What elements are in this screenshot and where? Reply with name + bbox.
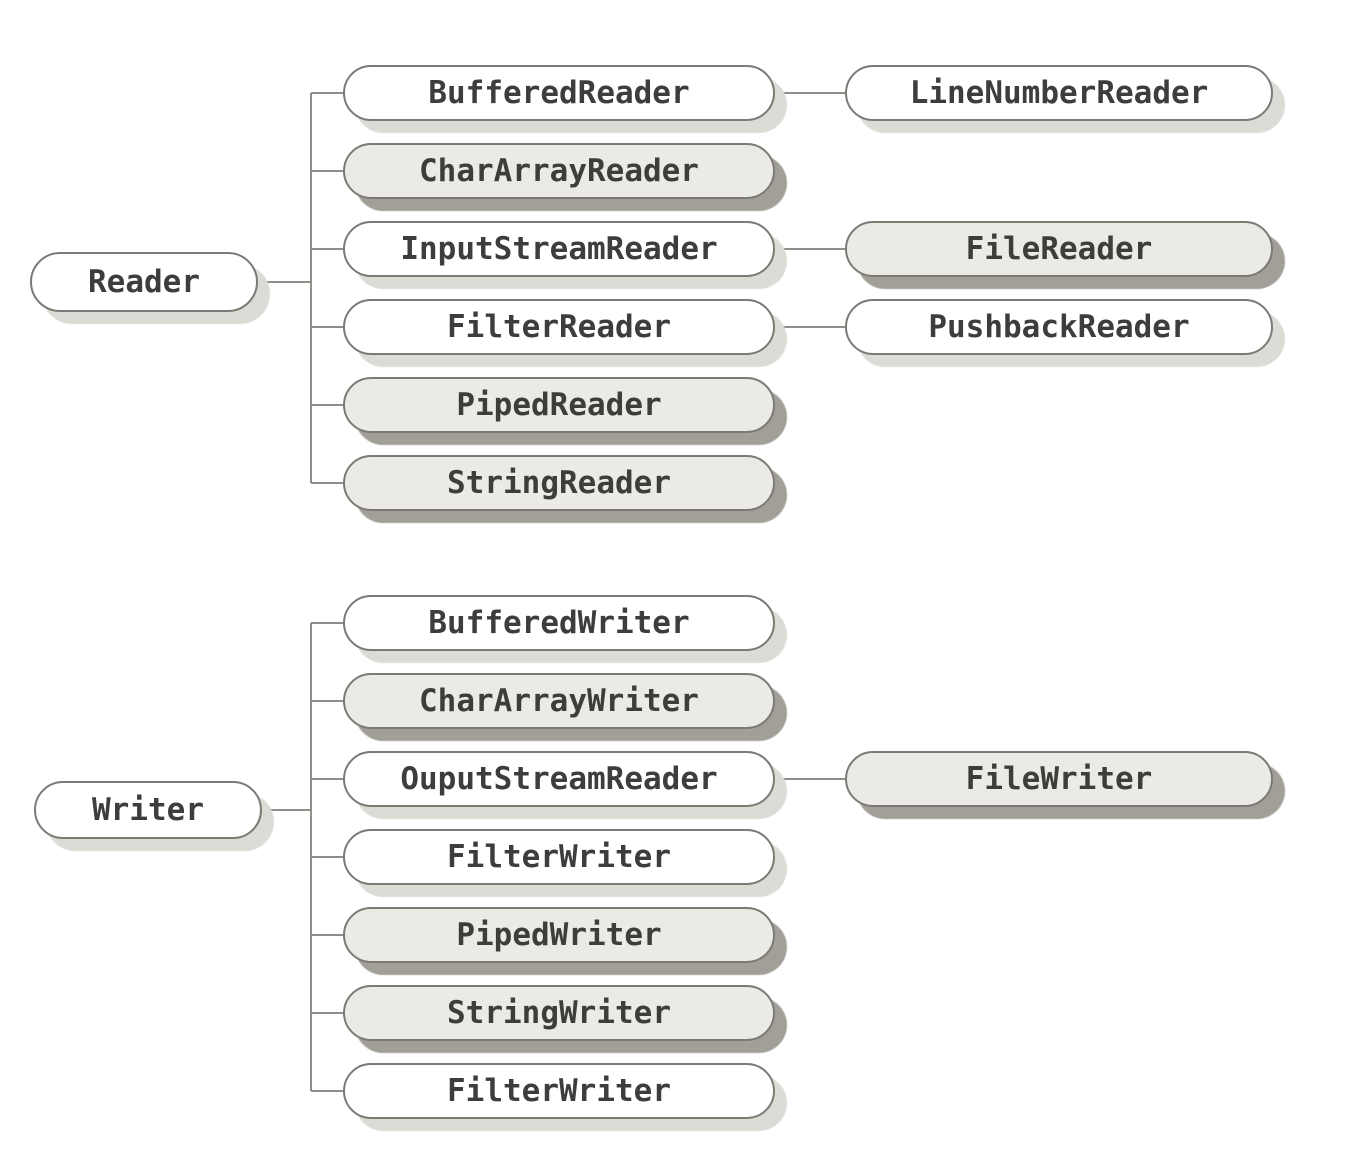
node-writer: Writer — [34, 781, 262, 839]
node-input-stream-reader: InputStreamReader — [343, 221, 775, 277]
node-filter-writer-2: FilterWriter — [343, 1063, 775, 1119]
node-string-reader: StringReader — [343, 455, 775, 511]
node-char-array-reader: CharArrayReader — [343, 143, 775, 199]
reader-tree-lines — [258, 92, 847, 484]
node-filter-writer: FilterWriter — [343, 829, 775, 885]
node-piped-reader: PipedReader — [343, 377, 775, 433]
node-reader: Reader — [30, 252, 258, 312]
node-line-number-reader: LineNumberReader — [845, 65, 1273, 121]
node-buffered-writer: BufferedWriter — [343, 595, 775, 651]
node-pushback-reader: PushbackReader — [845, 299, 1273, 355]
node-filter-reader: FilterReader — [343, 299, 775, 355]
node-piped-writer: PipedWriter — [343, 907, 775, 963]
node-ouput-stream-reader: OuputStreamReader — [343, 751, 775, 807]
node-buffered-reader: BufferedReader — [343, 65, 775, 121]
node-string-writer: StringWriter — [343, 985, 775, 1041]
node-char-array-writer: CharArrayWriter — [343, 673, 775, 729]
node-file-reader: FileReader — [845, 221, 1273, 277]
node-file-writer: FileWriter — [845, 751, 1273, 807]
writer-tree-lines — [260, 622, 847, 1092]
